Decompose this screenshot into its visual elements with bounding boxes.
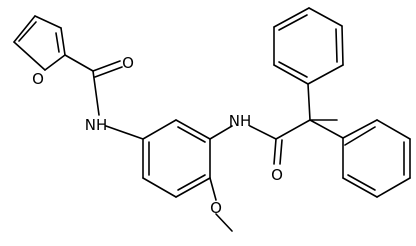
bond (249, 125, 277, 140)
bond (60, 27, 66, 56)
bond (13, 15, 36, 43)
bond (273, 7, 310, 28)
bond (142, 119, 177, 140)
amide2-oxygen-label: O (271, 166, 283, 184)
bond (278, 61, 308, 78)
bond (175, 119, 211, 140)
bond (278, 14, 308, 31)
bond (64, 54, 94, 72)
bond (105, 125, 144, 140)
central-benzene-ring (142, 119, 211, 198)
bond (34, 15, 62, 29)
bond (209, 125, 233, 140)
bond (273, 138, 277, 165)
methoxy-oxygen-label: O (210, 199, 222, 217)
bond (308, 7, 343, 27)
amide1-oxygen-label: O (122, 54, 134, 72)
bond (307, 83, 311, 121)
bond (177, 174, 206, 191)
methoxy-group (209, 177, 233, 232)
bond (376, 177, 411, 198)
bond (18, 21, 37, 42)
bond (376, 119, 411, 140)
bond (275, 119, 311, 140)
amide1-nitrogen-label: NH (85, 116, 108, 134)
diphenylpropanamide (209, 83, 344, 165)
bond (344, 126, 376, 146)
bond (341, 25, 344, 66)
furan-oxygen-label: O (32, 70, 44, 88)
bond (177, 126, 206, 143)
bond (92, 70, 100, 116)
bond (279, 139, 283, 165)
bond (309, 119, 344, 139)
bond (307, 64, 344, 85)
bond (273, 64, 309, 85)
lower-phenyl-ring (342, 119, 411, 198)
bond (175, 177, 211, 198)
furan-ring (13, 15, 66, 71)
upper-phenyl-ring (273, 7, 344, 85)
bond (92, 60, 121, 72)
bond (209, 177, 217, 201)
bond (335, 28, 338, 63)
bond (215, 213, 233, 232)
bond (342, 177, 378, 198)
bond (342, 119, 378, 139)
bond (347, 174, 376, 191)
bond (44, 54, 66, 71)
furan-carboxamide (64, 54, 144, 140)
bond (55, 32, 60, 53)
bond (13, 41, 46, 71)
bond (94, 66, 123, 78)
amide2-nitrogen-label: NH (229, 112, 252, 130)
bond (142, 177, 177, 198)
